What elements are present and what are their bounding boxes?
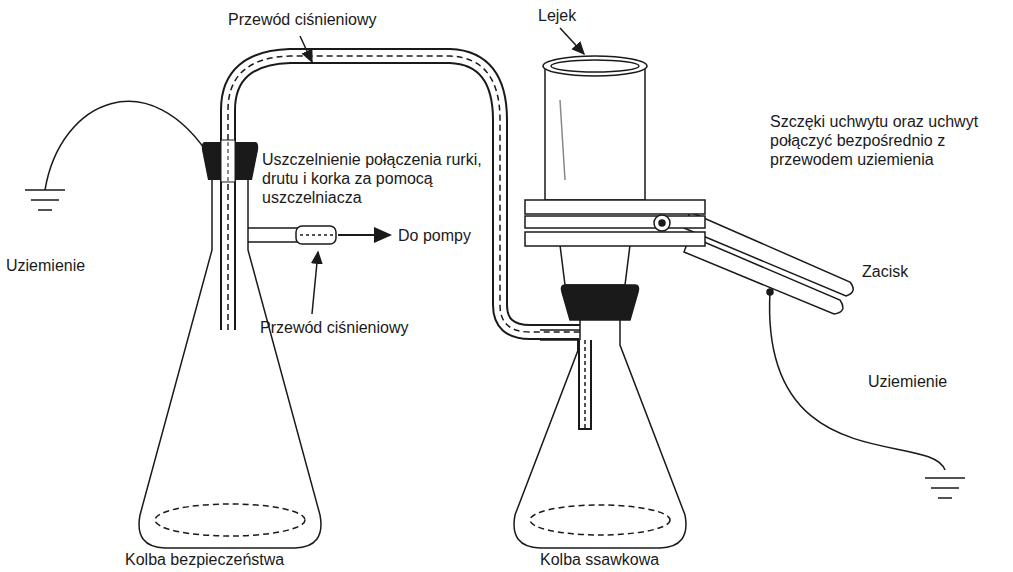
suction-flask	[514, 318, 686, 548]
flask-label: Kolba ssawkowa	[540, 550, 700, 569]
seal-label: Uszczelnienie połączenia rurki, drutu i …	[262, 150, 490, 207]
hose-label: Przewód ciśnieniowy	[228, 10, 428, 29]
funnel-label: Lejek	[538, 6, 618, 25]
funnel	[543, 56, 647, 320]
hose-label: Przewód ciśnieniowy	[260, 318, 460, 337]
flask-label: Kolba bezpieczeństwa	[125, 550, 345, 569]
clamp	[525, 200, 853, 314]
pump-label: Do pompy	[398, 226, 493, 245]
tube	[221, 140, 235, 182]
ground-label: Uziemienie	[6, 256, 116, 275]
note-label: Szczęki uchwytu oraz uchwyt połączyć bez…	[770, 112, 1006, 169]
ground-wire	[25, 101, 212, 210]
clamp-label: Zacisk	[862, 262, 942, 281]
pump-hose	[296, 226, 390, 244]
ground-label: Uziemienie	[868, 372, 988, 391]
wire	[228, 142, 229, 182]
ground-wire	[770, 292, 965, 498]
